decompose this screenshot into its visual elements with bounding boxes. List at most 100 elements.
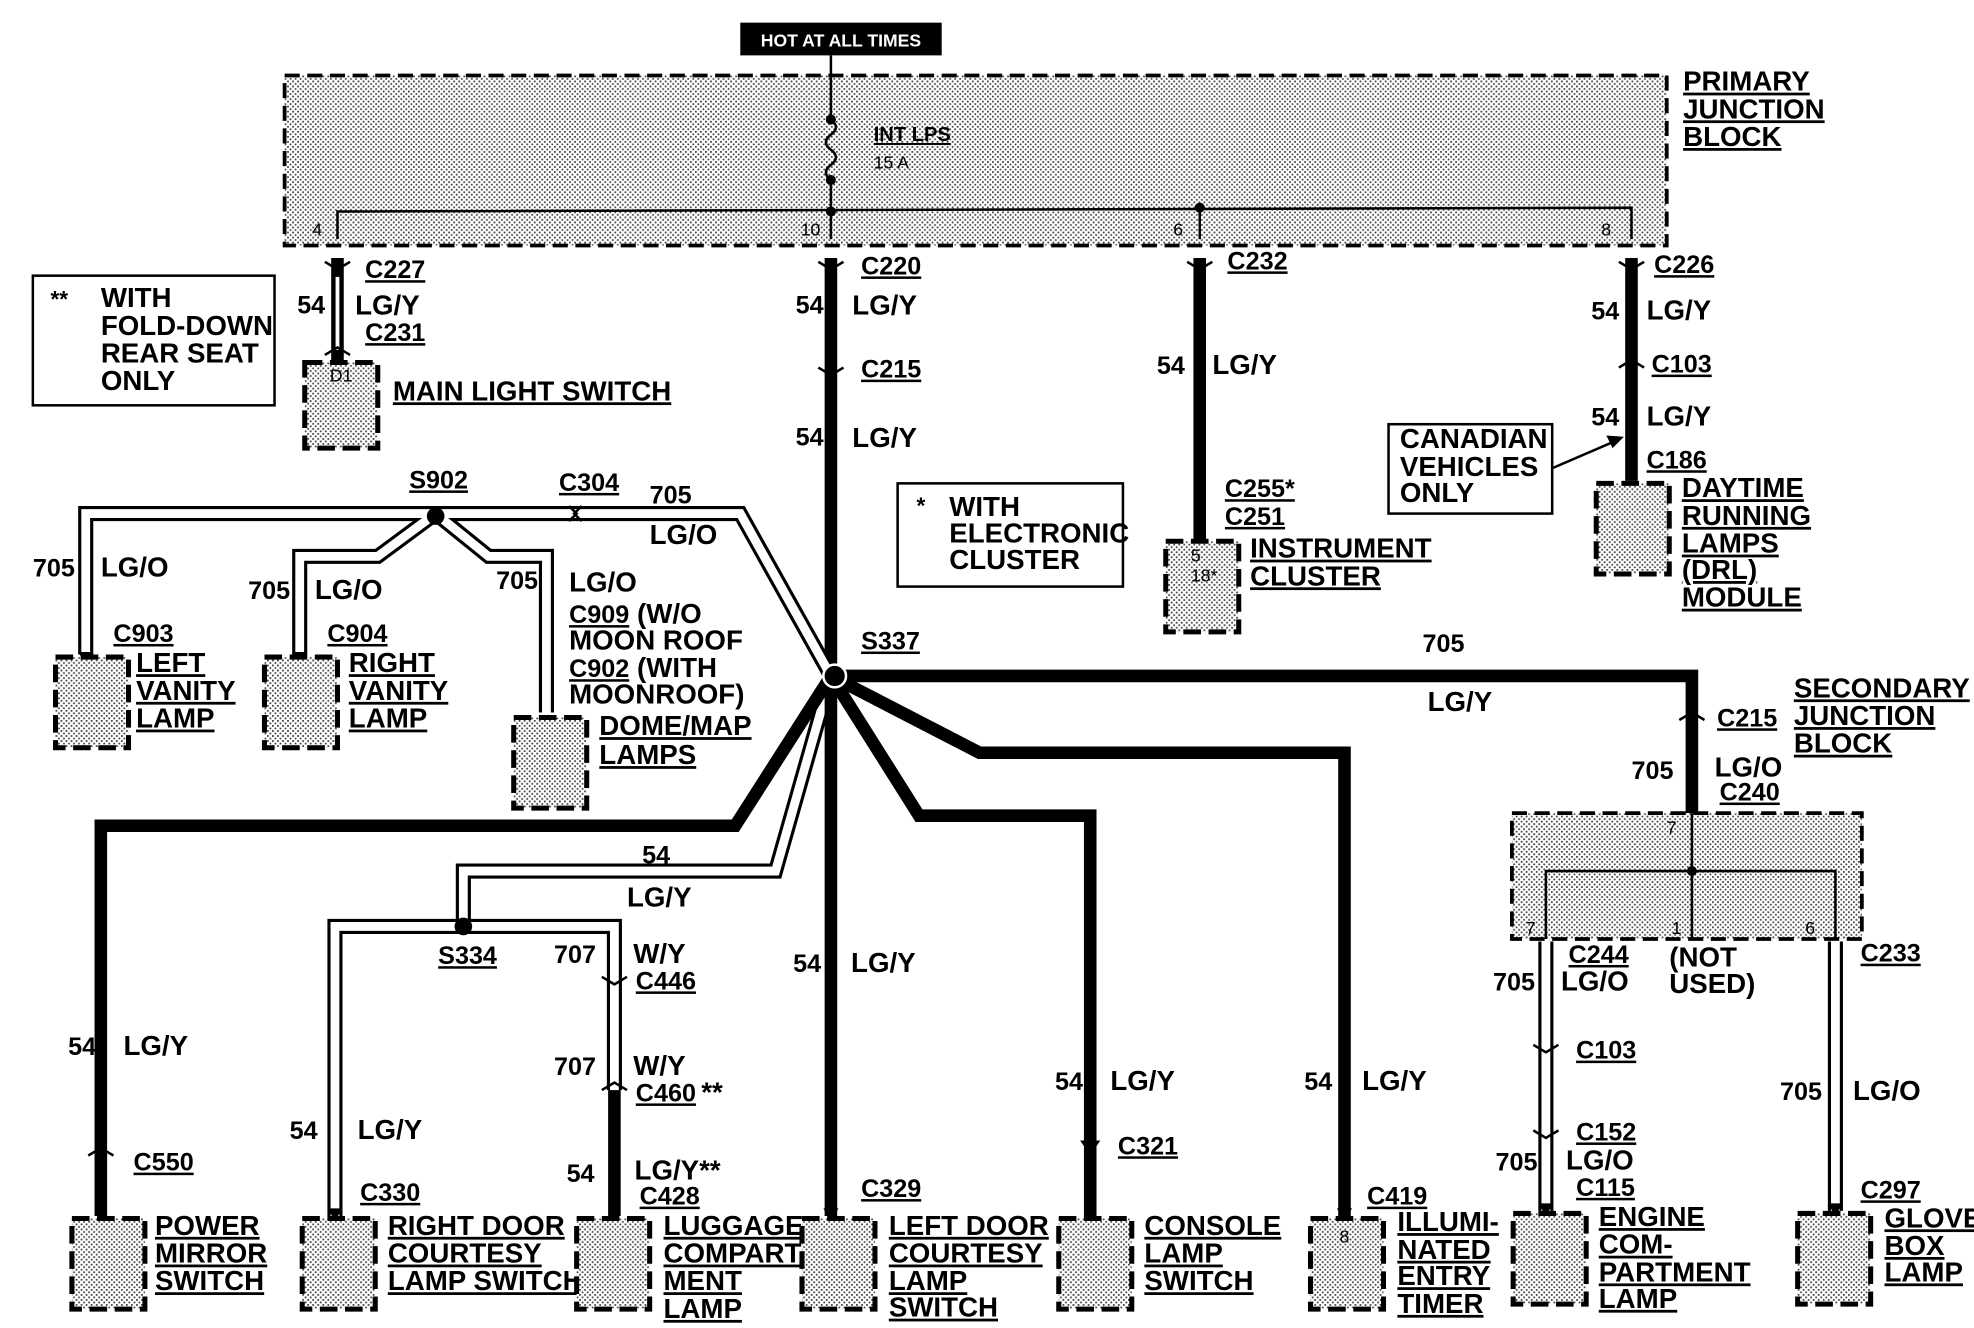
label-lgo-engine-2: LG/O	[1566, 1144, 1634, 1175]
note-fold-down-marker: **	[50, 286, 68, 312]
drl-label-2: RUNNING	[1682, 500, 1811, 531]
dome-map-label-2: LAMPS	[599, 739, 696, 770]
label-lgy-timer: LG/Y	[1362, 1065, 1427, 1096]
entry-timer-label-4: TIMER	[1397, 1288, 1483, 1319]
label-c255: C255*	[1225, 475, 1295, 503]
label-c227: C227	[365, 256, 425, 284]
splice-s902	[426, 507, 445, 525]
label-705-glove: 705	[1780, 1078, 1822, 1106]
label-54-trunk-1: 54	[796, 291, 824, 319]
sjb-pin-7: 7	[1526, 918, 1536, 938]
power-mirror-label-2: MIRROR	[155, 1238, 267, 1269]
drl-label-1: DAYTIME	[1682, 472, 1804, 503]
note-canadian-2: VEHICLES	[1400, 451, 1538, 482]
label-lgo-left-vanity: LG/O	[101, 552, 169, 583]
wire-power-mirror	[94, 672, 837, 1216]
label-54-mainlight: 54	[297, 291, 325, 319]
sjb-pin-7-top: 7	[1667, 817, 1677, 837]
label-lgy-s334: LG/Y	[627, 881, 692, 912]
hot-label: HOT AT ALL TIMES	[761, 31, 922, 51]
label-c251: C251	[1225, 503, 1285, 531]
label-c232: C232	[1227, 247, 1287, 275]
cluster-pin-5: 5	[1191, 545, 1201, 565]
label-c240: C240	[1720, 779, 1780, 807]
right-door-label-2: COURTESY	[388, 1238, 542, 1269]
label-c297: C297	[1861, 1176, 1921, 1204]
component-entry-timer: 8 ILLUMI- NATED ENTRY TIMER	[1307, 1206, 1499, 1319]
component-power-mirror: POWER MIRROR SWITCH	[69, 1210, 267, 1312]
label-54-right-door: 54	[290, 1117, 318, 1145]
label-lgy-mirror: LG/Y	[123, 1030, 188, 1061]
label-moon-roof: MOON ROOF	[569, 625, 743, 656]
note-canadian: CANADIAN VEHICLES ONLY	[1387, 422, 1624, 515]
main-light-pin: D1	[330, 365, 353, 385]
primary-junction-block-box	[282, 73, 1669, 248]
secondary-block-title-2: JUNCTION	[1794, 700, 1936, 731]
main-light-switch-label: MAIN LIGHT SWITCH	[393, 375, 671, 406]
secondary-block-title-3: BLOCK	[1794, 728, 1892, 759]
label-wy-1: W/Y	[633, 938, 686, 969]
pin-6: 6	[1173, 219, 1183, 239]
glove-box-label-3: LAMP	[1885, 1256, 1963, 1287]
drl-label-3: LAMPS	[1682, 528, 1779, 559]
left-door-label-2: COURTESY	[889, 1238, 1043, 1269]
component-main-light-switch: D1 MAIN LIGHT SWITCH	[302, 360, 671, 451]
label-c419: C419	[1367, 1183, 1427, 1211]
label-705-top: 705	[650, 482, 692, 510]
entry-timer-label-1: ILLUMI-	[1397, 1206, 1499, 1237]
entry-timer-label-2: NATED	[1397, 1234, 1490, 1265]
right-vanity-label-3: LAMP	[349, 703, 427, 734]
right-vanity-label-2: VANITY	[349, 675, 449, 706]
label-lgy-luggage: LG/Y**	[635, 1154, 721, 1185]
label-lgo-dome: LG/O	[569, 567, 637, 598]
label-c903: C903	[113, 620, 173, 648]
glove-box-label-1: GLOVE	[1885, 1202, 1974, 1233]
label-c103-engine: C103	[1576, 1037, 1636, 1065]
left-door-label-3: LAMP	[889, 1265, 967, 1296]
label-54-trunk-2: 54	[796, 424, 824, 452]
drl-label-5: MODULE	[1682, 582, 1802, 613]
label-c231: C231	[365, 319, 425, 347]
note-canadian-3: ONLY	[1400, 477, 1475, 508]
label-lgy-secondary: LG/Y	[1428, 686, 1493, 717]
instrument-cluster-label-2: CLUSTER	[1250, 560, 1381, 591]
sjb-pin-1: 1	[1672, 918, 1682, 938]
wire-secondary-outputs	[1538, 941, 1843, 1211]
secondary-block-title-1: SECONDARY	[1794, 672, 1970, 703]
label-c215-secondary: C215	[1717, 704, 1777, 732]
label-54-left-door: 54	[793, 950, 821, 978]
label-c329: C329	[861, 1175, 921, 1203]
label-s337: S337	[861, 628, 920, 656]
wire-labels: C227 54 LG/Y C231 C220 54 LG/Y C215 54 L…	[33, 247, 1921, 1210]
component-dome-map: DOME/MAP LAMPS	[511, 710, 752, 811]
note-fold-down-3: REAR SEAT	[101, 338, 259, 369]
note-electronic-cluster: * WITH ELECTRONIC CLUSTER	[896, 482, 1129, 588]
component-left-door: LEFT DOOR COURTESY LAMP SWITCH	[799, 1210, 1049, 1323]
left-door-label-1: LEFT DOOR	[889, 1210, 1049, 1241]
label-lgy-mainlight: LG/Y	[355, 290, 420, 321]
label-c244: C244	[1569, 941, 1629, 969]
entry-timer-label-3: ENTRY	[1397, 1260, 1490, 1291]
pin-4: 4	[312, 219, 322, 239]
label-705-secondary: 705	[1423, 630, 1465, 658]
note-canadian-1: CANADIAN	[1400, 423, 1548, 454]
note-cluster-3: CLUSTER	[949, 544, 1080, 575]
primary-block-title-1: PRIMARY	[1683, 66, 1810, 97]
label-lgy-left-door: LG/Y	[851, 947, 916, 978]
secondary-junction-block: 7 7 1 6 SECONDARY JUNCTION BLOCK	[1510, 672, 1970, 941]
luggage-label-2: COMPART-	[663, 1238, 809, 1269]
component-right-vanity: RIGHT VANITY LAMP	[261, 647, 449, 751]
note-fold-down-1: WITH	[101, 282, 172, 313]
label-c233: C233	[1861, 940, 1921, 968]
label-c321: C321	[1118, 1132, 1178, 1160]
luggage-label-3: MENT	[663, 1265, 742, 1296]
note-fold-down-4: ONLY	[101, 365, 176, 396]
component-engine-lamp: ENGINE COM- PARTMENT LAMP	[1510, 1201, 1751, 1314]
left-vanity-label-1: LEFT	[136, 647, 205, 678]
label-c226: C226	[1654, 251, 1714, 279]
primary-block-title-2: JUNCTION	[1683, 93, 1825, 124]
label-c220: C220	[861, 252, 921, 280]
console-label-3: SWITCH	[1144, 1265, 1253, 1296]
note-fold-down: ** WITH FOLD-DOWN REAR SEAT ONLY	[31, 274, 276, 407]
